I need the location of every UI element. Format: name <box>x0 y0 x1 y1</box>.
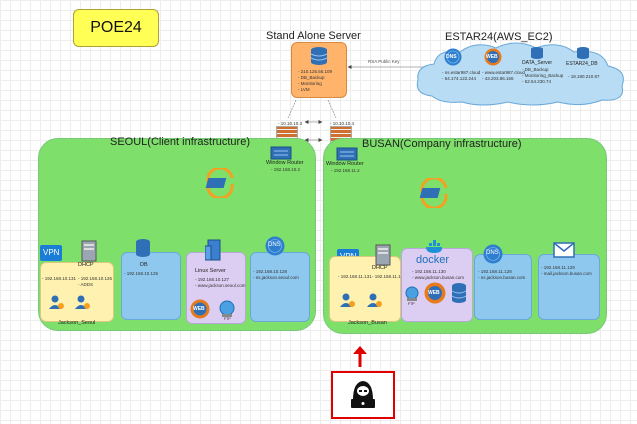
seoul-vpn-badge[interactable]: VPN <box>40 245 62 261</box>
seoul-switch-icon[interactable] <box>202 168 238 198</box>
estar-web-line-1: - www.estar987.cloud <box>482 70 526 75</box>
estar-db-label: ESTAR24_DB <box>566 61 598 67</box>
standalone-line-4: - LVM <box>298 87 310 92</box>
seoul-router-ip: - 192.168.10.2 <box>271 167 301 172</box>
busan-dns-globe-icon <box>483 244 503 264</box>
seoul-linux-line-1: - 192.168.10.127 <box>195 277 230 282</box>
linux-server-icon <box>205 239 221 261</box>
hacker-icon <box>351 381 375 408</box>
seoul-dhcp-line-2: - 192.168.10.126 <box>78 276 113 281</box>
busan-dns-line-1: - 192.168.11.128 <box>478 269 512 274</box>
user-icon <box>367 293 382 307</box>
data-server-line-1: - DB_Backup <box>522 67 549 72</box>
estar-web-line-2: - 43.203.86.166 <box>482 76 514 81</box>
docker-db-icon <box>451 283 467 303</box>
data-server-line-2: - Monitoring_Backup <box>522 73 564 78</box>
seoul-dhcp-server-icon <box>81 240 97 262</box>
seoul-dns-line-1: - 192.168.10.128 <box>253 269 288 274</box>
seoul-dns-globe-icon <box>265 236 285 256</box>
web-icon <box>424 282 446 304</box>
docker-whale-icon <box>426 240 443 253</box>
seoul-dhcp-label: DHCP <box>78 262 94 268</box>
busan-mail-card[interactable] <box>538 254 600 320</box>
busan-caption: Jackson_Busan <box>348 320 387 326</box>
standalone-link-left <box>287 99 297 119</box>
seoul-db-card[interactable] <box>121 252 181 320</box>
busan-dns-text: DNS <box>486 250 499 256</box>
estar-title: ESTAR24(AWS_EC2) <box>445 31 553 43</box>
busan-router-ip: - 192.168.11.2 <box>331 168 360 173</box>
vpn-link-right-ip: - 10.10.10.4 <box>330 121 355 126</box>
user-icon <box>340 293 355 307</box>
attack-arrow <box>353 346 367 367</box>
seoul-db-icon <box>136 239 150 257</box>
seoul-db-label: DB <box>140 262 148 268</box>
busan-dns-card[interactable] <box>474 254 532 320</box>
page-title: POE24 <box>73 9 159 47</box>
busan-router-label: Window Router <box>326 161 364 167</box>
data-server-icon <box>531 47 543 59</box>
dns-globe-icon <box>444 48 462 66</box>
busan-dhcp-label: DHCP <box>372 265 388 271</box>
busan-docker-line-1: - 192.168.11.130 <box>412 269 446 274</box>
estar-dns-line-1: - ns.estar987.cloud <box>442 70 481 75</box>
web-icon <box>190 299 210 319</box>
rsa-label: RSA Public Key <box>368 59 400 64</box>
ftp-icon <box>405 286 419 301</box>
vpn-link-left-ip: - 10.10.10.3 <box>278 121 303 126</box>
busan-mail-line-1: - 192.168.11.129 <box>541 265 575 270</box>
database-icon <box>310 47 328 65</box>
web-globe-icon <box>484 48 502 66</box>
seoul-linux-label: Linux Server <box>195 268 226 274</box>
busan-docker-label: docker <box>416 254 450 266</box>
estar-dns-text: DNS <box>446 54 457 60</box>
busan-mail-line-2: - mail.jackson.busan.com <box>541 271 592 276</box>
seoul-dns-card[interactable] <box>250 252 310 322</box>
seoul-vpn-text: VPN <box>43 248 60 257</box>
busan-dhcp-line-2: - 192.168.11.126 <box>372 274 406 279</box>
estar-dns-line-2: - 54.174.122.244 <box>442 76 477 81</box>
seoul-dhcp-line-1: - 192.168.10.131 <box>42 276 77 281</box>
estar-db-line-1: - 18.180.210.87 <box>568 74 600 79</box>
standalone-server-card[interactable]: - 210.125.55.109 - DB_Backup - Monitorin… <box>291 42 347 98</box>
busan-dns-line-2: - ns.jackson.busan.com <box>478 275 526 280</box>
mail-envelope-icon <box>553 242 575 258</box>
standalone-line-1: - 210.125.55.109 <box>298 69 333 74</box>
seoul-web-text: WEB <box>193 306 205 312</box>
busan-docker-line-2: - www.jackson.busan.com <box>412 275 465 280</box>
busan-router-icon <box>336 147 358 161</box>
seoul-ftp-text: FTP <box>224 317 231 321</box>
seoul-dhcp-line-3: - ADDS <box>78 282 94 287</box>
busan-web-text: WEB <box>428 290 440 296</box>
ftp-icon <box>219 300 235 317</box>
busan-dhcp-card[interactable] <box>329 256 401 322</box>
seoul-linux-line-2: - www.jackson.seoul.com <box>195 283 246 288</box>
busan-ftp-text: FTP <box>408 302 415 306</box>
busan-switch-icon[interactable] <box>416 178 452 208</box>
user-icon <box>49 295 64 309</box>
seoul-db-line-1: - 192.168.10.125 <box>124 271 159 276</box>
standalone-title: Stand Alone Server <box>266 30 361 42</box>
hacker-box[interactable] <box>331 371 395 419</box>
seoul-router-label: Window Router <box>266 160 304 166</box>
busan-title: BUSAN(Company infrastructure) <box>362 138 522 150</box>
busan-dhcp-server-icon <box>375 244 391 266</box>
busan-dhcp-line-1: - 192.168.11.131 <box>338 274 372 279</box>
aws-cloud <box>416 42 624 106</box>
seoul-caption: Jackson_Seoul <box>58 320 96 326</box>
user-icon <box>75 295 90 309</box>
seoul-dns-text: DNS <box>268 242 281 248</box>
standalone-link-right <box>327 99 337 119</box>
seoul-router-icon <box>270 146 292 160</box>
data-server-label: DATA_Server <box>522 60 553 66</box>
seoul-title: SEOUL(Client infrastructure) <box>110 136 250 148</box>
seoul-dns-line-2: - ns.jackson.seoul.com <box>253 275 299 280</box>
estar-db-icon <box>577 47 589 59</box>
standalone-line-3: - Monitoring <box>298 81 322 86</box>
seoul-dhcp-card[interactable] <box>40 262 114 322</box>
standalone-line-2: - DB_Backup <box>298 75 325 80</box>
estar-web-text: WEB <box>486 54 498 60</box>
data-server-line-3: - 52.54.230.74 <box>522 79 552 84</box>
